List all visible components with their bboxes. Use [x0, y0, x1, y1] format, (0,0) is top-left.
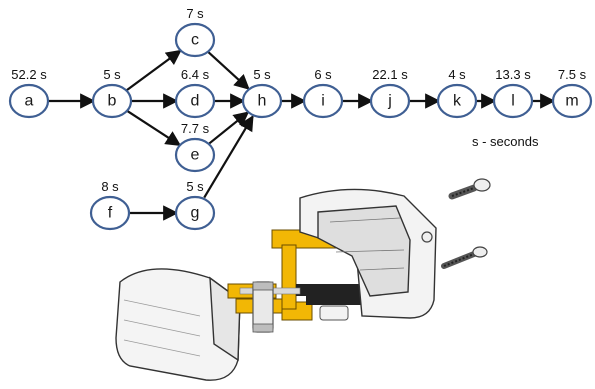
node-time-label: 6 s: [314, 67, 332, 82]
node-label: c: [191, 32, 199, 49]
node-label: g: [191, 205, 200, 222]
node-label: i: [321, 93, 325, 110]
node-label: h: [258, 93, 267, 110]
node-m: m 7.5 s: [553, 67, 591, 117]
node-label: d: [191, 93, 200, 110]
exploded-plug-illustration: [116, 179, 490, 380]
node-c: c 7 s: [176, 6, 214, 56]
nodes: a 52.2 s b 5 s c 7 s d 6.4 s e 7.7 s f 8 s g 5 s h 5 s i…: [10, 6, 591, 229]
plug-front-cover: [116, 269, 240, 380]
node-time-label: 5 s: [253, 67, 271, 82]
screw-upper: [452, 179, 490, 196]
node-e: e 7.7 s: [176, 121, 214, 171]
node-h: h 5 s: [243, 67, 281, 117]
node-i: i 6 s: [304, 67, 342, 117]
node-time-label: 7 s: [186, 6, 204, 21]
cord-grip: [320, 306, 348, 320]
fuse: [253, 282, 273, 332]
node-l: l 13.3 s: [494, 67, 532, 117]
node-label: m: [565, 93, 578, 110]
node-time-label: 7.5 s: [558, 67, 587, 82]
legend-text: s - seconds: [472, 134, 539, 149]
node-time-label: 8 s: [101, 179, 119, 194]
node-label: b: [108, 93, 117, 110]
edge-e-h: [209, 112, 248, 143]
node-k: k 4 s: [438, 67, 476, 117]
node-g: g 5 s: [176, 179, 214, 229]
node-b: b 5 s: [93, 67, 131, 117]
node-a: a 52.2 s: [10, 67, 48, 117]
node-time-label: 13.3 s: [495, 67, 531, 82]
node-label: a: [25, 93, 34, 110]
node-j: j 22.1 s: [371, 67, 409, 117]
node-label: l: [511, 93, 515, 110]
node-label: f: [108, 205, 113, 222]
screw-lower: [444, 247, 487, 266]
edge-c-h: [208, 52, 248, 89]
edge-b-e: [127, 111, 180, 145]
screw-small: [422, 232, 432, 242]
node-label: k: [453, 93, 462, 110]
node-label: e: [191, 147, 200, 164]
node-time-label: 5 s: [186, 179, 204, 194]
node-d: d 6.4 s: [176, 67, 214, 117]
node-time-label: 7.7 s: [181, 121, 210, 136]
node-time-label: 52.2 s: [11, 67, 47, 82]
node-f: f 8 s: [91, 179, 129, 229]
node-time-label: 4 s: [448, 67, 466, 82]
node-time-label: 6.4 s: [181, 67, 210, 82]
node-time-label: 5 s: [103, 67, 121, 82]
node-label: j: [387, 93, 392, 110]
node-time-label: 22.1 s: [372, 67, 408, 82]
edge-b-c: [127, 51, 181, 91]
